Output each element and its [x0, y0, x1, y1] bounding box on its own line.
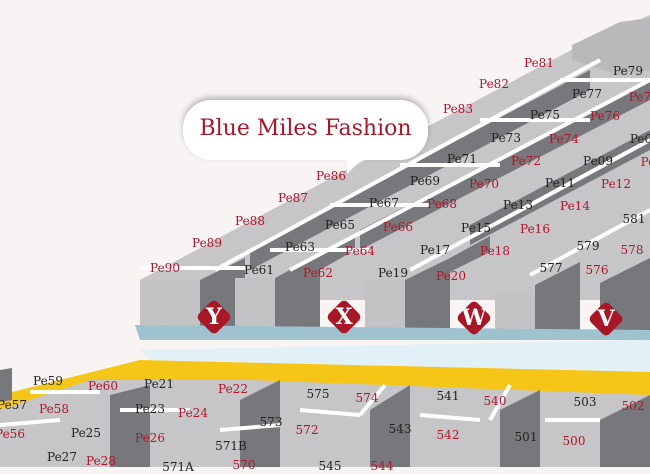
- store-label[interactable]: Pe11: [545, 176, 575, 190]
- store-label[interactable]: Pe09: [583, 154, 613, 168]
- store-label[interactable]: Pe22: [218, 382, 248, 396]
- store-label[interactable]: 541: [436, 389, 460, 403]
- store-label[interactable]: Pe0: [629, 132, 650, 146]
- store-label[interactable]: 544: [370, 459, 394, 473]
- store-label[interactable]: Pe77: [572, 87, 602, 101]
- store-label[interactable]: Pe58: [39, 402, 69, 416]
- lower-blocks: [0, 368, 650, 467]
- store-label[interactable]: 572: [295, 423, 319, 437]
- store-label[interactable]: Pe72: [511, 154, 541, 168]
- store-label[interactable]: Pe12: [601, 177, 631, 191]
- store-label[interactable]: 503: [573, 395, 597, 409]
- store-label[interactable]: 571A: [162, 460, 194, 474]
- store-label[interactable]: 571B: [215, 439, 247, 453]
- store-label[interactable]: Pe79: [613, 64, 643, 78]
- store-label[interactable]: Pe25: [71, 426, 101, 440]
- store-label[interactable]: Pe15: [461, 221, 491, 235]
- walkway-lines: [140, 58, 650, 277]
- callout-text: Blue Miles Fashion: [199, 116, 412, 141]
- store-label[interactable]: Pe70: [469, 177, 499, 191]
- store-label[interactable]: 542: [436, 428, 460, 442]
- store-label[interactable]: 576: [585, 263, 609, 277]
- store-label[interactable]: Pe62: [303, 266, 333, 280]
- block-fronts: [140, 278, 535, 340]
- store-label[interactable]: Pe56: [0, 427, 25, 441]
- store-label[interactable]: Pe59: [33, 374, 63, 388]
- entrance-x-marker[interactable]: X: [325, 298, 363, 336]
- store-label[interactable]: Pe7: [628, 90, 650, 104]
- store-label[interactable]: 540: [483, 394, 507, 408]
- store-label[interactable]: Pe74: [549, 132, 579, 146]
- store-label[interactable]: Pe75: [530, 108, 560, 122]
- store-label[interactable]: Pe24: [178, 406, 208, 420]
- store-label[interactable]: Pe66: [383, 220, 413, 234]
- entrance-y-marker[interactable]: Y: [195, 298, 233, 336]
- store-label[interactable]: Pe90: [150, 261, 180, 275]
- store-label[interactable]: Pe16: [520, 222, 550, 236]
- entrance-v-marker[interactable]: V: [587, 300, 625, 338]
- store-label[interactable]: 579: [576, 239, 600, 253]
- entrance-label: Y: [206, 304, 222, 330]
- store-label[interactable]: Pe76: [590, 109, 620, 123]
- store-label[interactable]: 573: [259, 415, 283, 429]
- store-label[interactable]: Pe63: [285, 240, 315, 254]
- store-label[interactable]: Pe23: [135, 402, 165, 416]
- entrance-label: X: [335, 304, 353, 330]
- store-label[interactable]: 502: [621, 399, 645, 413]
- store-label[interactable]: Pe73: [491, 131, 521, 145]
- store-label[interactable]: Pe19: [378, 266, 408, 280]
- store-label[interactable]: 578: [620, 243, 644, 257]
- store-label[interactable]: Pe88: [235, 214, 265, 228]
- store-label[interactable]: 575: [306, 387, 330, 401]
- store-label[interactable]: Pe20: [436, 269, 466, 283]
- platform: [140, 340, 650, 372]
- store-label[interactable]: Pe61: [244, 263, 274, 277]
- store-label[interactable]: Pe86: [316, 169, 346, 183]
- store-label[interactable]: Pe17: [420, 243, 450, 257]
- store-label[interactable]: Pe87: [278, 191, 308, 205]
- store-label[interactable]: Pe65: [325, 218, 355, 232]
- store-label[interactable]: Pe60: [88, 379, 118, 393]
- store-label[interactable]: Pe67: [369, 196, 399, 210]
- tall-block: [572, 18, 650, 75]
- store-label[interactable]: Pe21: [144, 377, 174, 391]
- store-label[interactable]: 500: [562, 434, 586, 448]
- store-label[interactable]: Pe18: [480, 244, 510, 258]
- entrance-label: V: [597, 306, 615, 332]
- store-label[interactable]: Pe14: [560, 199, 590, 213]
- store-callout[interactable]: Blue Miles Fashion: [183, 100, 428, 174]
- lower-walkway-lines: [0, 383, 600, 432]
- entrance-w-marker[interactable]: W: [455, 299, 493, 337]
- store-label[interactable]: Pe69: [410, 174, 440, 188]
- store-label[interactable]: 545: [318, 459, 342, 473]
- entrance-label: W: [461, 305, 487, 331]
- store-label[interactable]: 574: [355, 391, 379, 405]
- store-label[interactable]: Pe28: [86, 454, 116, 468]
- store-label[interactable]: Pe68: [427, 197, 457, 211]
- store-label[interactable]: 581: [622, 212, 646, 226]
- store-label[interactable]: Pe26: [135, 431, 165, 445]
- store-label[interactable]: Pe89: [192, 236, 222, 250]
- store-label[interactable]: Pe27: [47, 450, 77, 464]
- store-label[interactable]: Pe13: [503, 198, 533, 212]
- store-label[interactable]: Pe82: [479, 77, 509, 91]
- store-label[interactable]: 501: [514, 430, 538, 444]
- store-label[interactable]: Pe81: [524, 56, 554, 70]
- store-label[interactable]: 577: [539, 261, 563, 275]
- store-label[interactable]: Pe: [640, 155, 650, 169]
- store-label[interactable]: Pe83: [443, 102, 473, 116]
- platform-edge: [135, 325, 650, 340]
- store-label[interactable]: Pe71: [447, 152, 477, 166]
- store-label[interactable]: 570: [232, 458, 256, 472]
- store-label[interactable]: Pe57: [0, 398, 27, 412]
- store-label[interactable]: Pe64: [345, 244, 375, 258]
- store-label[interactable]: 543: [388, 422, 412, 436]
